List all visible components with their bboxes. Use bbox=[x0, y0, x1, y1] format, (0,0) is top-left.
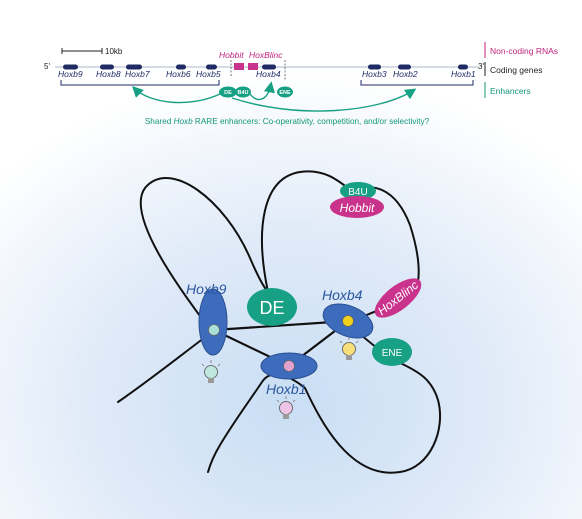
arrow-to-posterior bbox=[231, 88, 417, 112]
hobbit-rna: Hobbit bbox=[330, 196, 384, 218]
svg-text:DE: DE bbox=[224, 90, 232, 96]
three-prime-label: 3' bbox=[478, 62, 484, 71]
genomic-map: 10kb 5' 3' Hobbit HoxBlinc Hoxb9 Hoxb8 bbox=[44, 42, 558, 126]
five-prime-label: 5' bbox=[44, 62, 50, 71]
de-enhancer: DE bbox=[247, 288, 297, 326]
ene-enhancer: ENE bbox=[372, 338, 412, 366]
svg-text:Hobbit: Hobbit bbox=[340, 201, 375, 215]
svg-text:B4U: B4U bbox=[348, 187, 367, 198]
bracket-anterior bbox=[60, 80, 220, 86]
b4u-enhancer: B4U bbox=[340, 182, 376, 200]
caption: Shared Hoxb RARE enhancers: Co-operativi… bbox=[145, 117, 430, 126]
gene-label-hoxb7: Hoxb7 bbox=[125, 69, 150, 79]
lightbulb-icon bbox=[276, 396, 296, 419]
gene-block-hoxb6 bbox=[176, 64, 186, 70]
hoxblinc-label: HoxBlinc bbox=[249, 50, 283, 60]
arrow-to-anterior bbox=[132, 86, 221, 104]
gene-block-hoxb5 bbox=[206, 64, 217, 70]
hoxb9-label: Hoxb9 bbox=[186, 281, 227, 297]
hoxb9-node: Hoxb9 bbox=[186, 281, 228, 356]
gene-label-hoxb4: Hoxb4 bbox=[256, 69, 281, 79]
hoxb1-node: Hoxb1 bbox=[260, 352, 318, 397]
gene-block-hoxb9 bbox=[63, 64, 78, 70]
gene-block-hoxb2 bbox=[398, 64, 411, 70]
legend-enhancers: Enhancers bbox=[490, 86, 531, 96]
legend-coding: Coding genes bbox=[490, 65, 542, 75]
enhancer-b4u-small: B4U bbox=[235, 86, 251, 98]
svg-text:DE: DE bbox=[259, 298, 284, 318]
lightbulb-icon bbox=[201, 360, 221, 383]
gene-label-hoxb6: Hoxb6 bbox=[166, 69, 191, 79]
coding-gene-blocks bbox=[63, 64, 468, 70]
chromatin-model: Hoxb9 DE Hoxb4 Hoxb1 B4U Hobbit bbox=[117, 170, 442, 474]
gene-label-hoxb3: Hoxb3 bbox=[362, 69, 387, 79]
hoxb1-label: Hoxb1 bbox=[266, 381, 306, 397]
hoxb4-node: Hoxb4 bbox=[322, 287, 374, 339]
arrow-to-hoxb4 bbox=[249, 81, 275, 101]
enhancer-de-small: DE bbox=[219, 86, 237, 98]
gene-block-hoxb4 bbox=[262, 64, 276, 70]
gene-label-hoxb9: Hoxb9 bbox=[58, 69, 83, 79]
gene-block-hoxb7 bbox=[126, 64, 142, 70]
svg-text:ENE: ENE bbox=[279, 90, 291, 96]
hoxb4-label: Hoxb4 bbox=[322, 287, 363, 303]
gene-block-hoxb1 bbox=[458, 64, 468, 70]
chromatin-fiber bbox=[117, 170, 442, 474]
legend: Non-coding RNAs Coding genes Enhancers bbox=[484, 42, 558, 98]
lightbulb-icon bbox=[339, 337, 359, 360]
legend-noncoding: Non-coding RNAs bbox=[490, 46, 558, 56]
hub-hoxb4 bbox=[342, 315, 354, 327]
scale-bar-label: 10kb bbox=[105, 47, 123, 56]
hobbit-block bbox=[234, 63, 244, 70]
gene-label-hoxb8: Hoxb8 bbox=[96, 69, 121, 79]
hub-hoxb1 bbox=[283, 360, 295, 372]
gene-block-hoxb8 bbox=[100, 64, 114, 70]
hoxblinc-block bbox=[248, 63, 258, 70]
hub-hoxb9 bbox=[208, 324, 220, 336]
svg-text:ENE: ENE bbox=[382, 348, 403, 359]
gene-label-hoxb1: Hoxb1 bbox=[451, 69, 476, 79]
gene-label-hoxb5: Hoxb5 bbox=[196, 69, 221, 79]
enhancer-ene-small: ENE bbox=[277, 86, 293, 98]
hobbit-label: Hobbit bbox=[219, 50, 244, 60]
gene-block-hoxb3 bbox=[368, 64, 381, 70]
bracket-posterior bbox=[360, 80, 474, 86]
svg-text:B4U: B4U bbox=[237, 90, 248, 96]
gene-label-hoxb2: Hoxb2 bbox=[393, 69, 418, 79]
